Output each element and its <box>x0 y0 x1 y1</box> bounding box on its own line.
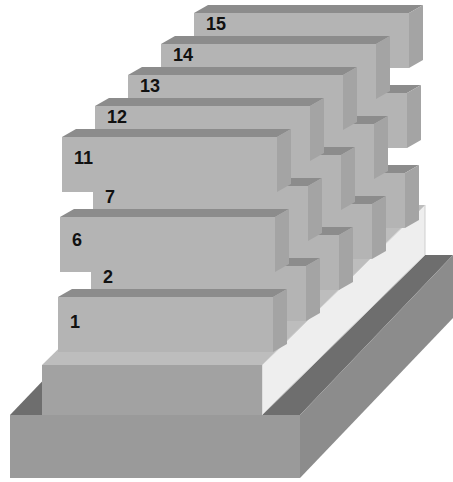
callout-number: 2 <box>103 268 113 286</box>
callout-number: 14 <box>173 46 193 64</box>
callout-number: 12 <box>107 108 127 126</box>
brick <box>60 209 289 272</box>
callout-number: 6 <box>72 231 82 249</box>
plinth-front <box>42 365 262 415</box>
brick <box>62 129 291 192</box>
callout-number: 1 <box>70 313 80 331</box>
callout-number: 11 <box>74 149 93 167</box>
brick <box>58 289 287 352</box>
callout-number: 15 <box>206 15 226 33</box>
callout-number: 13 <box>140 77 160 95</box>
callout-number: 7 <box>105 188 115 206</box>
base-front <box>10 415 300 478</box>
